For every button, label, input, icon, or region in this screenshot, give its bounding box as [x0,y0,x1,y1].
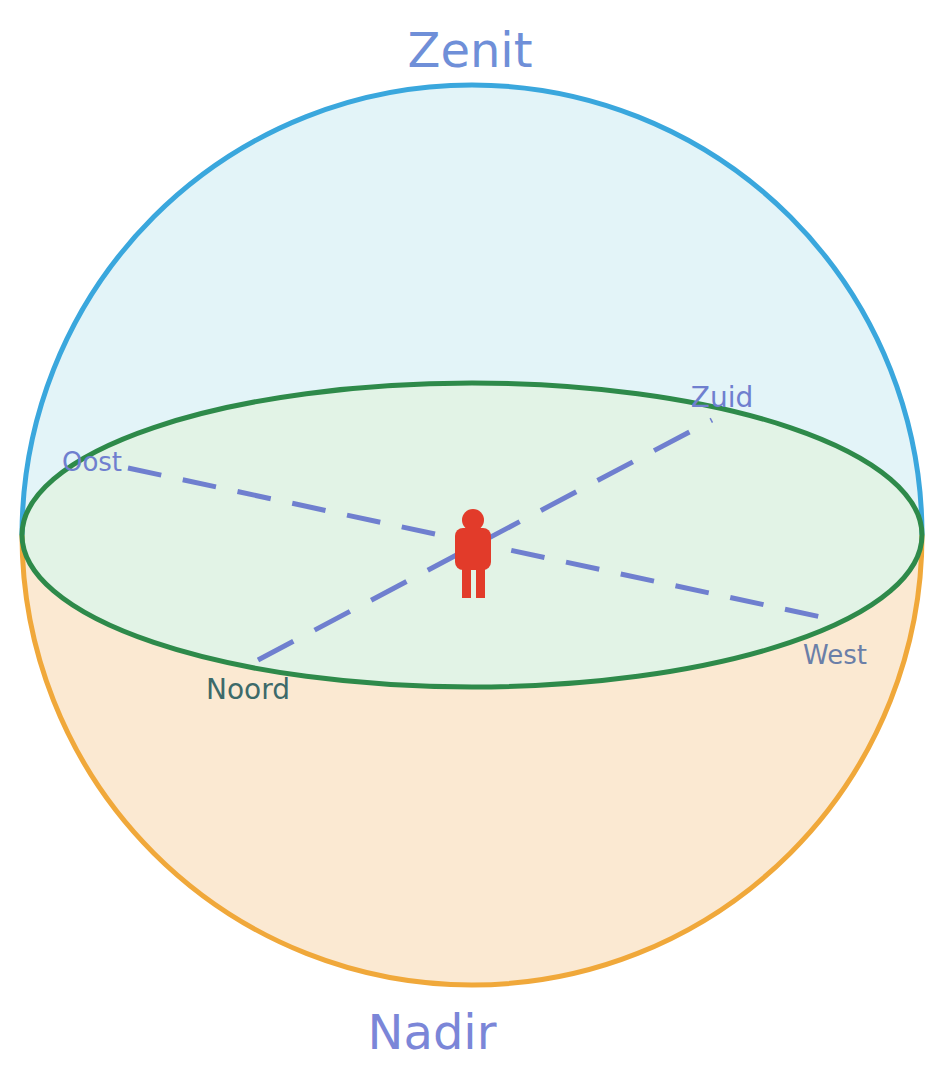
observer-figure [455,509,491,598]
east-label: Oost [62,449,122,475]
upper-hemisphere-outline [22,85,922,535]
north-label: Noord [206,676,290,704]
south-label: Zuid [691,384,753,412]
lower-hemisphere-outline [22,535,922,985]
west-label: West [803,642,867,668]
zenith-label: Zenit [408,26,533,74]
horizon-fill [22,383,922,687]
horizon-ellipse [22,383,922,687]
sky-fill [22,85,922,535]
north-south-axis [258,420,712,660]
ground-fill [22,535,922,985]
nadir-label: Nadir [368,1008,497,1056]
east-west-axis [128,468,835,620]
